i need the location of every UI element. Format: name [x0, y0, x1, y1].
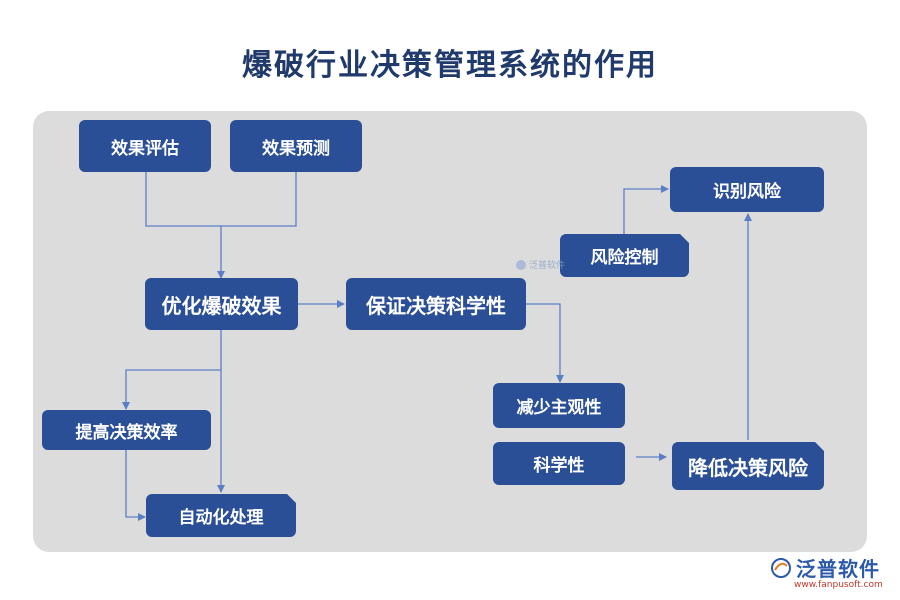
brand-swirl-icon: [771, 557, 791, 578]
node-identify-risk: 识别风险: [670, 167, 824, 212]
node-risk-control: 风险控制: [560, 234, 689, 277]
node-optimize-blasting: 优化爆破效果: [145, 278, 298, 330]
brand-name: 泛普软件: [796, 557, 880, 581]
connector-predict-to-optimize: [217, 172, 297, 279]
node-scientific: 科学性: [493, 442, 625, 485]
connector-optimize-to-efficiency: [122, 330, 222, 410]
watermark-text: 泛普软件: [529, 261, 566, 271]
watermark-logo-icon: [516, 259, 526, 270]
node-effect-evaluation: 效果评估: [79, 120, 211, 172]
connector-control-to-identify: [623, 185, 669, 234]
node-automation: 自动化处理: [146, 494, 296, 537]
page-title: 爆破行业决策管理系统的作用: [242, 48, 658, 83]
brand-url: www.fanpusoft.com: [794, 580, 883, 590]
node-reduce-subjectivity: 减少主观性: [493, 383, 625, 428]
node-improve-efficiency: 提高决策效率: [42, 410, 211, 450]
connector-efficiency-to-automation: [125, 450, 146, 521]
connector-evaluate-to-optimize: [145, 172, 221, 227]
watermark: 泛普软件: [516, 258, 565, 271]
connector-guarantee-to-subjectivity: [526, 303, 564, 383]
node-reduce-risk: 降低决策风险: [672, 442, 824, 490]
node-effect-prediction: 效果预测: [230, 120, 362, 172]
brand-logo: 泛普软件 www.fanpusoft.com: [770, 553, 883, 590]
node-guarantee-science: 保证决策科学性: [346, 278, 526, 330]
